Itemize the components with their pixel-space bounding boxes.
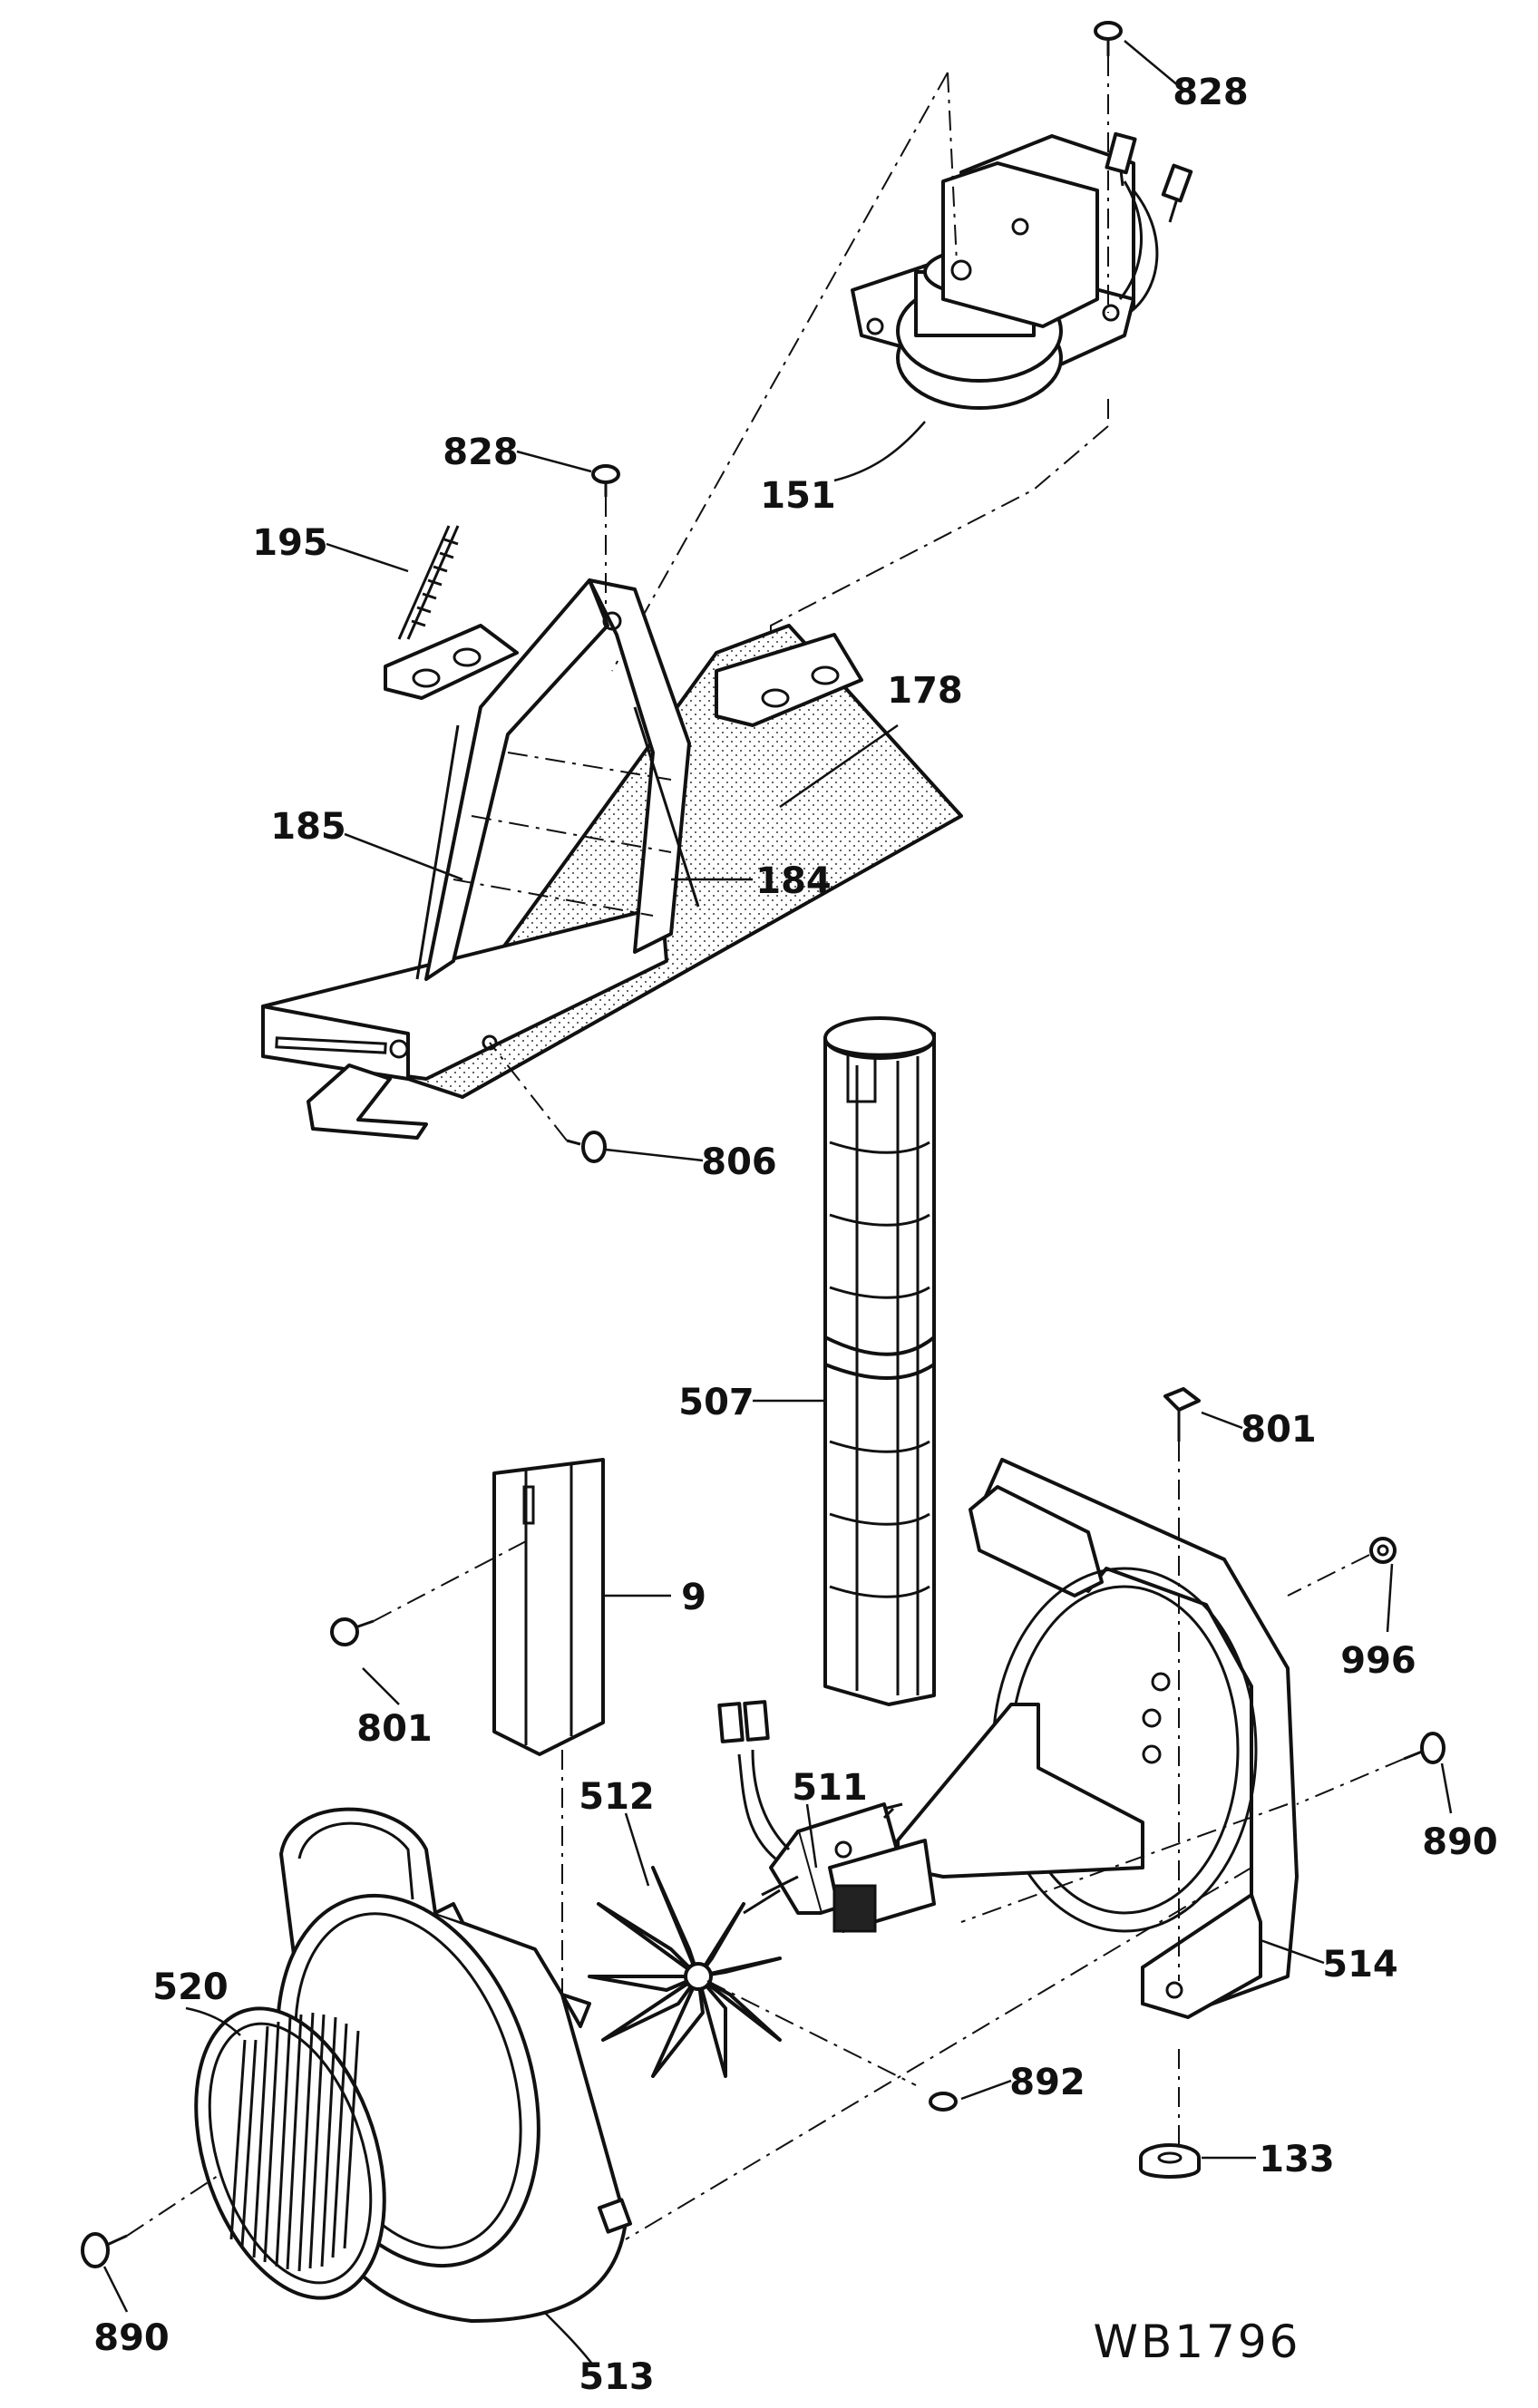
callout-996: 996 — [1340, 1640, 1416, 1682]
housing-back-514 — [896, 1458, 1299, 2019]
callout-890-left: 890 — [93, 2317, 170, 2359]
callout-133: 133 — [1259, 2139, 1335, 2180]
callout-151: 151 — [760, 475, 836, 517]
callout-512: 512 — [579, 1776, 655, 1818]
grille-520 — [194, 2006, 386, 2300]
callout-195: 195 — [252, 522, 328, 564]
callout-890-right: 890 — [1422, 1821, 1498, 1863]
callout-806: 806 — [701, 1141, 777, 1183]
fan-motor-511 — [717, 1700, 936, 1933]
callout-178: 178 — [887, 670, 963, 712]
screw-806 — [566, 1131, 607, 1163]
screw-828-mid — [591, 464, 620, 497]
shield-plate-9 — [492, 1458, 605, 1756]
screw-890-left — [81, 2232, 128, 2268]
washer-133 — [1139, 2143, 1201, 2179]
callout-511: 511 — [792, 1767, 868, 1809]
nut-996 — [1369, 1537, 1397, 1564]
callout-184: 184 — [755, 860, 832, 902]
mounting-bracket-assembly-184-185 — [261, 578, 863, 1140]
spring-195 — [397, 525, 460, 640]
screw-828-top — [1094, 21, 1123, 56]
screw-801-left — [330, 1617, 375, 1646]
setscrew-892 — [929, 2092, 958, 2112]
callout-801-left: 801 — [356, 1708, 433, 1750]
callout-892: 892 — [1009, 2062, 1085, 2103]
timer-motor-assembly-151 — [851, 131, 1193, 410]
callout-507: 507 — [678, 1382, 754, 1423]
callout-520: 520 — [152, 1966, 229, 2008]
callout-828-mid: 828 — [443, 432, 519, 473]
screw-801-right — [1163, 1387, 1201, 1442]
callout-185: 185 — [270, 806, 346, 848]
callout-513: 513 — [579, 2356, 655, 2398]
blower-wheel-507 — [823, 1016, 936, 1706]
callout-leaders — [102, 40, 1453, 2367]
screw-890-right — [1403, 1732, 1446, 1764]
callout-9: 9 — [681, 1577, 706, 1618]
callout-828-top: 828 — [1173, 72, 1249, 113]
drawing-code: WB1796 — [1094, 2316, 1301, 2368]
fan-blade-512 — [588, 1866, 782, 2078]
callout-801-right: 801 — [1241, 1409, 1317, 1451]
callout-514: 514 — [1322, 1944, 1398, 1986]
